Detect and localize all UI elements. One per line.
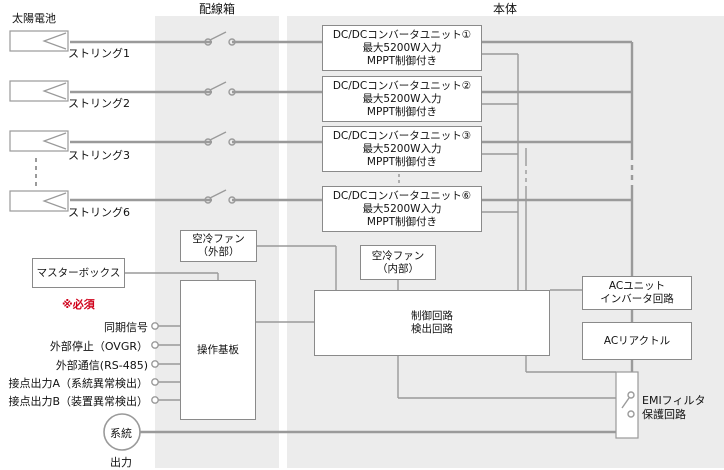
ac-reactor: ACリアクトル bbox=[582, 322, 692, 360]
ac-unit: ACユニット インバータ回路 bbox=[582, 276, 692, 310]
dcdc-converter-max-input: 最大5200W入力 bbox=[362, 41, 442, 54]
fan-external-line2: （外部） bbox=[197, 246, 240, 258]
dcdc-converter-mppt: MPPT制御付き bbox=[366, 155, 438, 168]
switch-icon bbox=[204, 31, 236, 204]
signal-sync-label: 同期信号 bbox=[104, 321, 148, 334]
master-box-required-note: ※必須 bbox=[62, 298, 95, 311]
signal-terminal-icon bbox=[151, 322, 180, 404]
string-2-label: ストリング2 bbox=[68, 97, 130, 110]
fan-external-line1: 空冷ファン bbox=[192, 233, 245, 245]
air-cooling-fan-external: 空冷ファン （外部） bbox=[180, 230, 257, 262]
emi-filter-line2: 保護回路 bbox=[642, 408, 686, 421]
dcdc-converter-unit-6: DC/DCコンバータユニット⑥ 最大5200W入力 MPPT制御付き bbox=[322, 186, 482, 232]
switch-icon bbox=[621, 391, 635, 418]
signal-external-stop-label: 外部停止（OVGR） bbox=[49, 340, 148, 353]
dcdc-converter-max-input: 最大5200W入力 bbox=[362, 202, 442, 215]
control-board: 操作基板 bbox=[180, 280, 256, 420]
solar-title: 太陽電池 bbox=[12, 12, 56, 25]
dcdc-converter-mppt: MPPT制御付き bbox=[366, 105, 438, 118]
fan-internal-line1: 空冷ファン bbox=[371, 249, 425, 262]
control-circuit-line2: 検出回路 bbox=[411, 323, 453, 335]
string-1-label: ストリング1 bbox=[68, 47, 130, 60]
main-body-title: 本体 bbox=[492, 2, 517, 16]
control-board-label: 操作基板 bbox=[197, 343, 239, 356]
dcdc-converter-title: DC/DCコンバータユニット① bbox=[332, 28, 472, 41]
control-detection-circuit: 制御回路 検出回路 bbox=[314, 290, 550, 356]
dcdc-converter-title: DC/DCコンバータユニット③ bbox=[332, 129, 472, 142]
dcdc-converter-max-input: 最大5200W入力 bbox=[362, 142, 442, 155]
fan-internal-line2: （内部） bbox=[377, 262, 419, 275]
master-box: マスターボックス bbox=[32, 258, 125, 288]
emi-filter-line1: EMIフィルタ bbox=[642, 394, 706, 407]
signal-external-comm-label: 外部通信(RS-485) bbox=[55, 359, 148, 372]
solar-panel-icon bbox=[9, 30, 69, 212]
signal-contact-b-label: 接点出力B（装置異常検出） bbox=[8, 395, 148, 408]
master-box-label: マスターボックス bbox=[36, 266, 121, 279]
grid-output-label: 出力 bbox=[110, 456, 132, 469]
dcdc-converter-mppt: MPPT制御付き bbox=[366, 54, 438, 67]
grid-circle-icon bbox=[103, 413, 141, 451]
signal-contact-a-label: 接点出力A（系統異常検出） bbox=[8, 377, 148, 390]
ac-unit-line2: インバータ回路 bbox=[600, 293, 674, 305]
dcdc-converter-title: DC/DCコンバータユニット⑥ bbox=[332, 189, 472, 202]
grid-label: 系統 bbox=[110, 427, 132, 440]
ac-unit-line1: ACユニット bbox=[608, 280, 666, 292]
air-cooling-fan-internal: 空冷ファン （内部） bbox=[360, 245, 436, 280]
dcdc-converter-unit-3: DC/DCコンバータユニット③ 最大5200W入力 MPPT制御付き bbox=[322, 126, 482, 172]
wiring-box-title: 配線箱 bbox=[198, 2, 235, 16]
dcdc-converter-max-input: 最大5200W入力 bbox=[362, 92, 442, 105]
ac-reactor-label: ACリアクトル bbox=[603, 334, 671, 347]
dcdc-converter-unit-2: DC/DCコンバータユニット② 最大5200W入力 MPPT制御付き bbox=[322, 76, 482, 122]
dcdc-converter-title: DC/DCコンバータユニット② bbox=[332, 79, 472, 92]
dcdc-converter-mppt: MPPT制御付き bbox=[366, 215, 438, 228]
control-circuit-line1: 制御回路 bbox=[411, 310, 453, 322]
string-6-label: ストリング6 bbox=[68, 206, 130, 219]
string-3-label: ストリング3 bbox=[68, 149, 130, 162]
dcdc-converter-unit-1: DC/DCコンバータユニット① 最大5200W入力 MPPT制御付き bbox=[322, 25, 482, 71]
